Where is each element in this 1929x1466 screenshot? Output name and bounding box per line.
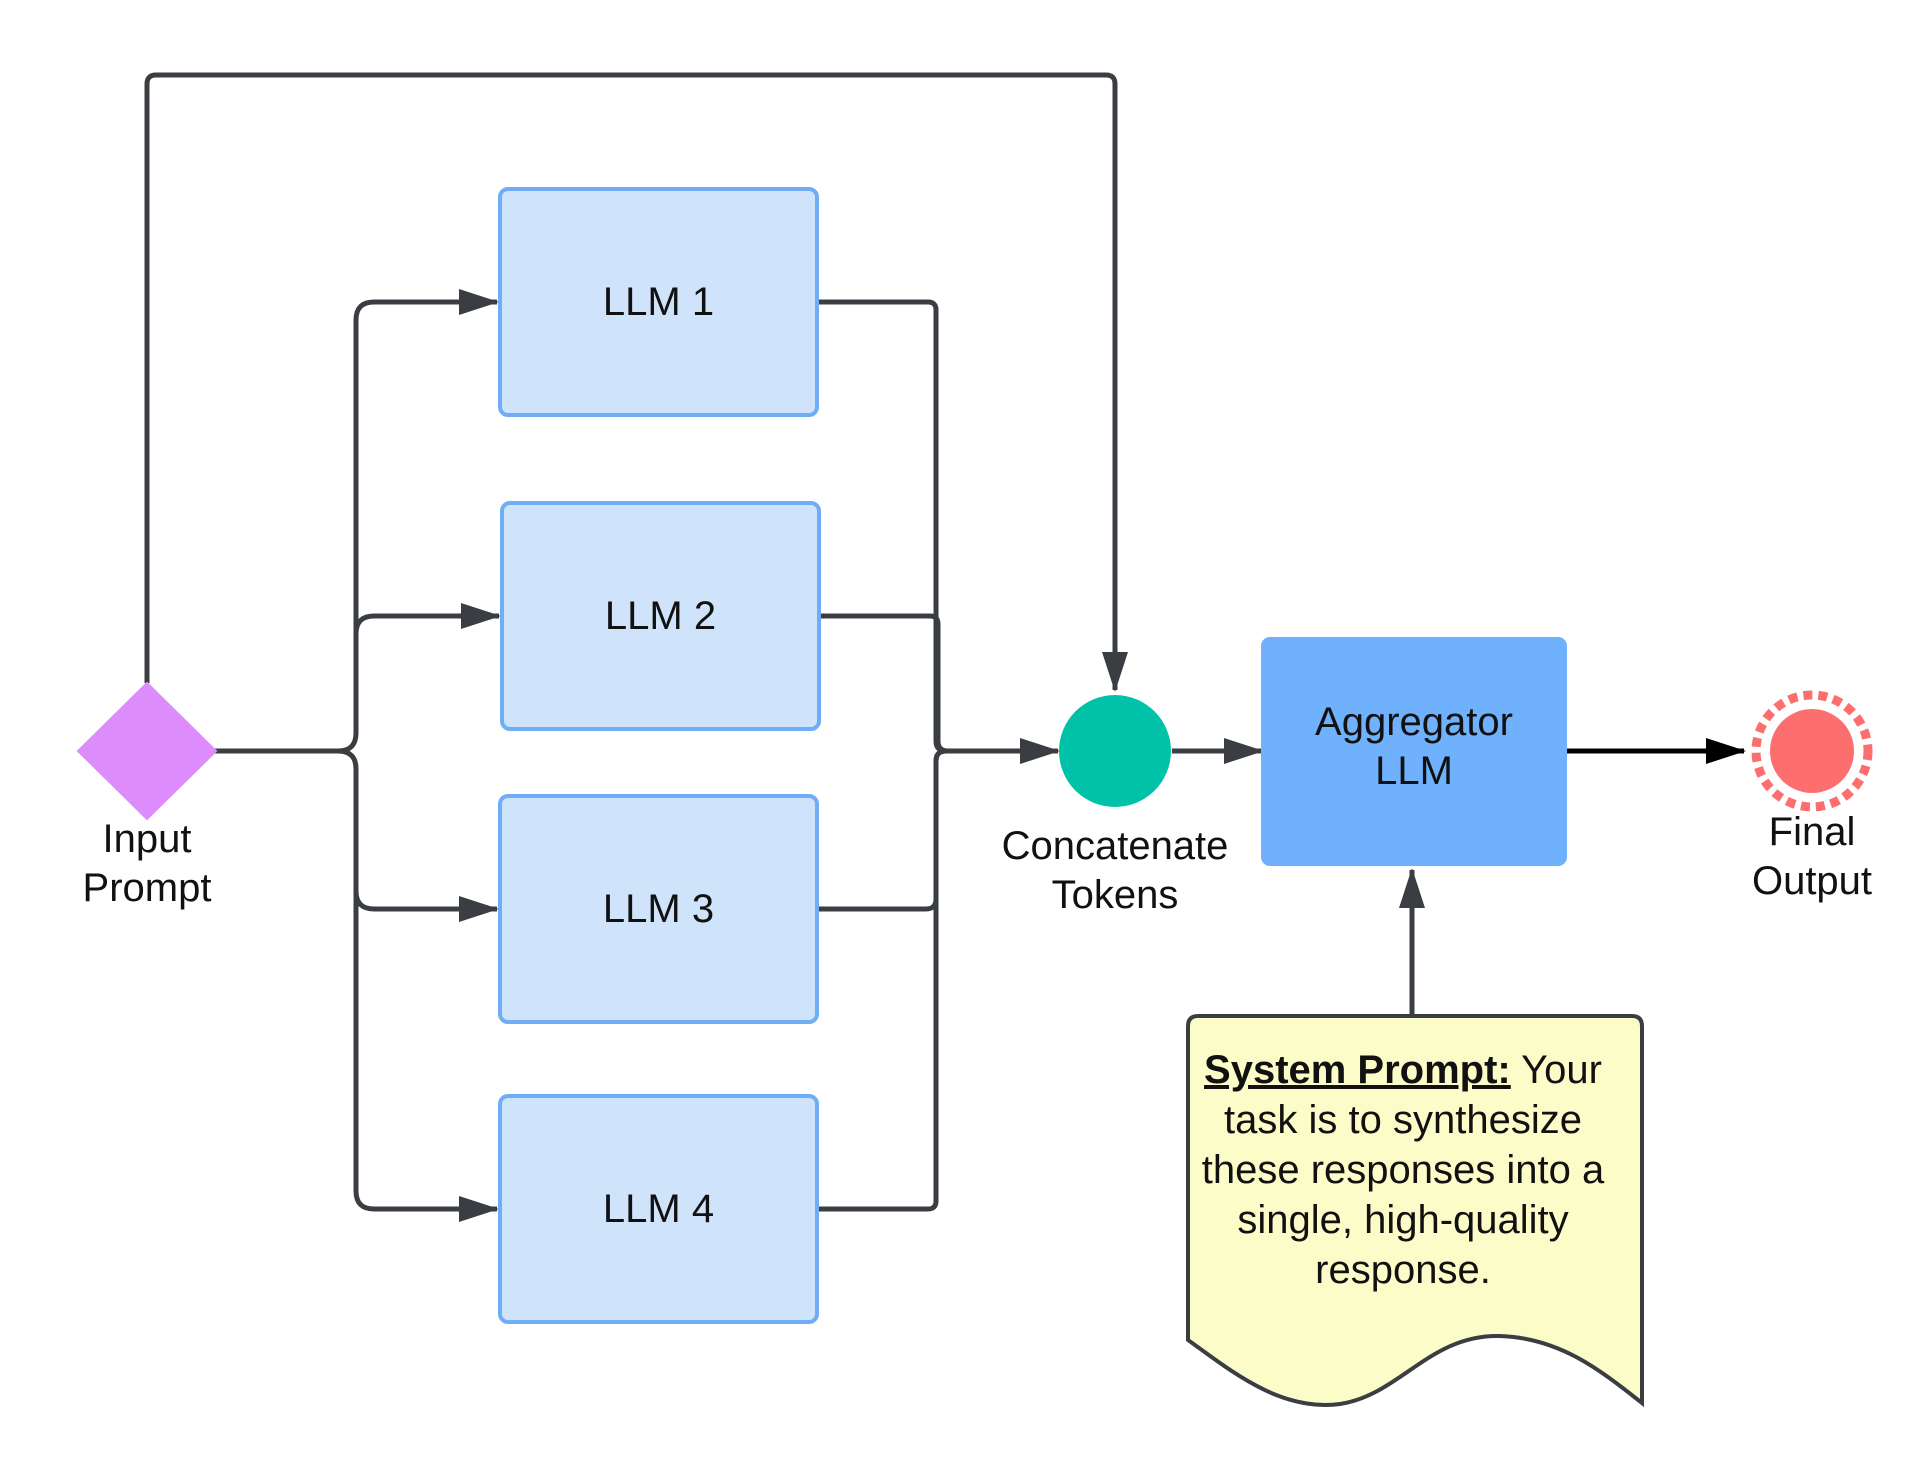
system-prompt-body: Your task is to synthesize these respons… [1201,1048,1605,1292]
concatenate-label: Concatenate Tokens [965,822,1265,920]
input-prompt-label-line1: Input [102,817,192,861]
final-output-label-line1: Final [1768,810,1856,854]
system-prompt-title: System Prompt: [1204,1048,1511,1092]
concatenate-label-line2: Tokens [1051,872,1179,917]
llm3-box [498,794,819,1024]
aggregator-label-line1: Aggregator [1315,700,1513,744]
aggregator-label-line2: LLM [1375,748,1453,793]
final-output-label-line2: Output [1751,858,1873,903]
llm4-label: LLM 4 [602,1186,715,1231]
llm2-label: LLM 2 [604,593,717,638]
llm4-box [498,1094,819,1324]
system-prompt-text: System Prompt: Your task is to synthesiz… [1188,1045,1618,1295]
concatenate-circle [1059,695,1171,807]
llm2-box [500,501,821,731]
connector-llm2-to-concatenate [819,613,949,754]
connector-llm4-to-concatenate [817,748,947,1212]
final-output-ring [1751,690,1873,812]
final-output-circle [1770,709,1854,793]
connector-input-to-concatenate-loop [144,72,1128,692]
connector-input-to-llm2 [353,603,501,640]
connector-input-to-llm3 [337,748,499,922]
connector-input-to-llm4 [353,891,499,1222]
input-prompt-diamond [76,681,218,821]
system-prompt-note [1186,1014,1644,1408]
llm1-box [498,187,819,417]
concatenate-label-line1: Concatenate [1001,824,1229,868]
aggregator-box [1261,637,1567,866]
llm1-label: LLM 1 [602,279,715,324]
llm3-label: LLM 3 [602,886,715,931]
final-output-label: Final Output [1717,808,1907,906]
connector-input-to-llm1 [214,289,499,754]
connector-llm3-to-concatenate [817,748,947,912]
input-prompt-label-line2: Prompt [82,865,212,910]
input-prompt-label: Input Prompt [47,815,247,913]
connector-llm1-to-concatenate [817,299,947,754]
aggregator-label: Aggregator LLM [1262,698,1566,796]
